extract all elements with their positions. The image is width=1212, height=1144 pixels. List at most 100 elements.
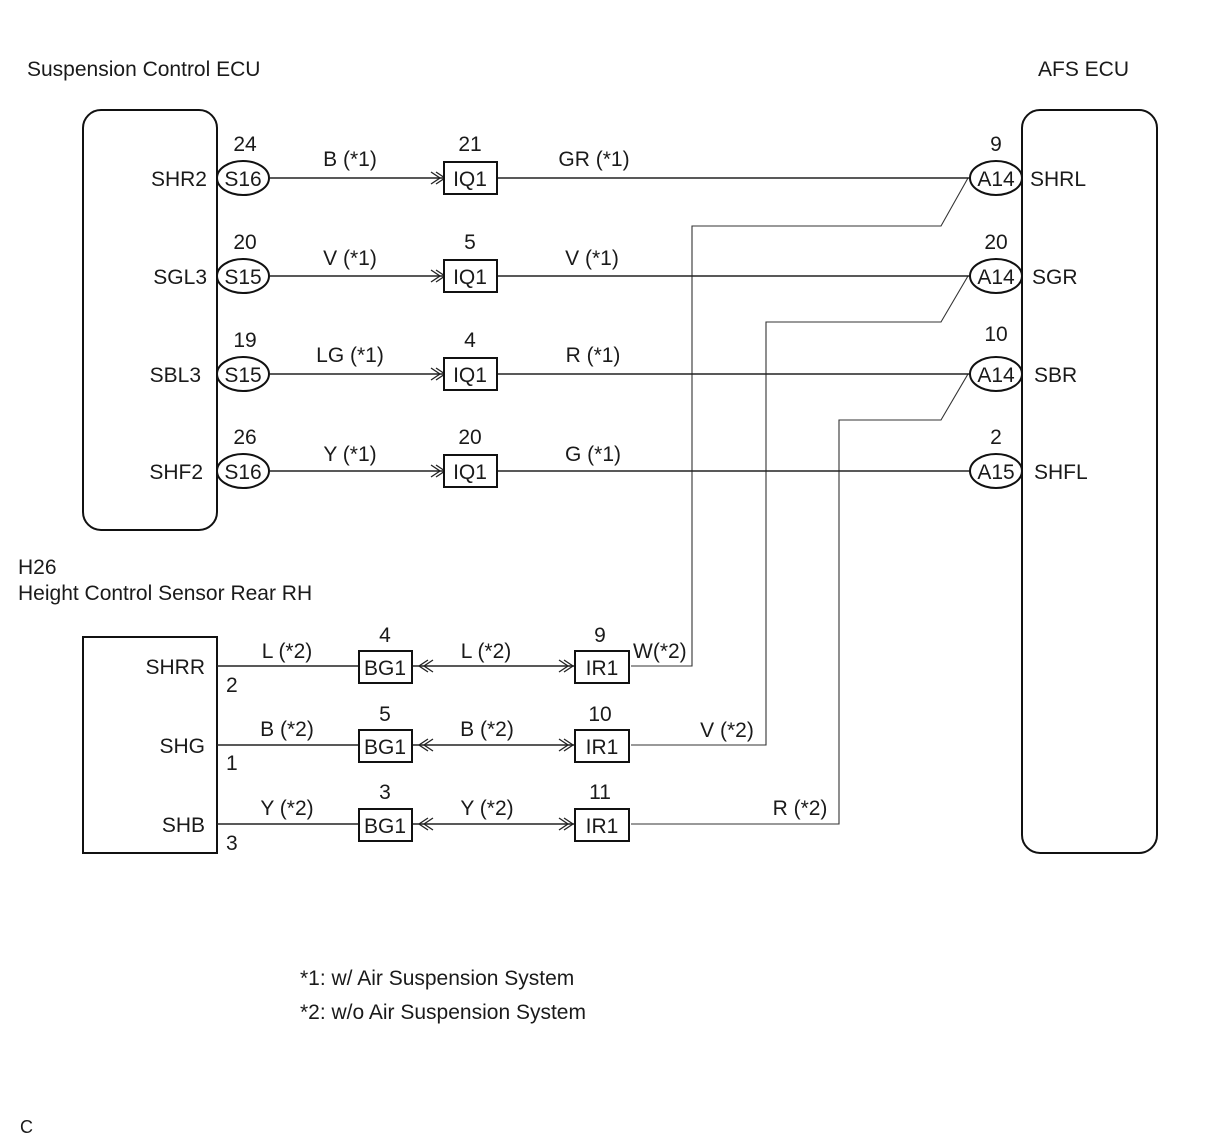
bg-pin: 3 <box>379 781 391 804</box>
afs-terminal: SHRL <box>1030 168 1086 191</box>
ecu-connector-oval <box>216 453 270 489</box>
bg-connector-box <box>358 808 413 842</box>
wire-label: B (*2) <box>260 718 314 741</box>
wire-label: R (*2) <box>773 797 828 820</box>
suspension-ecu-body <box>82 109 218 531</box>
ir-connector-box <box>574 729 630 763</box>
wire-shg-to-sgr <box>631 275 969 746</box>
afs-ecu-title: AFS ECU <box>1038 58 1129 81</box>
circuit-row: 24 S16 SHR2 B (*1) 21 IQ1 GR (*1) 9 A14 … <box>151 133 1086 196</box>
wire-label: G (*1) <box>565 443 621 466</box>
suspension-ecu-title: Suspension Control ECU <box>27 58 260 81</box>
bg-connector: BG1 <box>364 657 406 680</box>
junction-connector: IQ1 <box>453 461 487 484</box>
sensor-body <box>82 636 218 854</box>
afs-pin: 20 <box>984 231 1007 254</box>
ecu-connector-oval <box>216 258 270 294</box>
ir-pin: 11 <box>589 781 611 804</box>
ecu-terminal: SHR2 <box>151 168 207 191</box>
afs-connector-oval <box>969 258 1023 294</box>
circuit-row: 20 S15 SGL3 V (*1) 5 IQ1 V (*1) 20 A14 S… <box>153 231 1078 294</box>
bg-connector-box <box>358 650 413 684</box>
sensor-code: H26 <box>18 556 57 579</box>
ecu-connector: S16 <box>224 168 261 191</box>
afs-connector: A14 <box>977 364 1015 387</box>
wire-label: GR (*1) <box>558 148 629 171</box>
ir-pin: 9 <box>594 624 606 647</box>
sensor-pin: 2 <box>226 674 238 697</box>
sensor-circuit-row: SHG 1 B (*2) 5 BG1 B (*2) 10 IR1 V (*2) <box>159 703 753 775</box>
sensor-terminal: SHG <box>159 735 205 758</box>
afs-terminal: SGR <box>1032 266 1078 289</box>
ecu-connector-oval <box>216 356 270 392</box>
wire-label: L (*2) <box>262 640 313 663</box>
afs-pin: 2 <box>990 426 1002 449</box>
wire-shrr-to-shrl <box>631 177 969 667</box>
junction-connector: IQ1 <box>453 266 487 289</box>
junction-pin: 21 <box>458 133 481 156</box>
ir-connector: IR1 <box>586 736 619 759</box>
wire-label: L (*2) <box>461 640 512 663</box>
junction-box <box>443 259 498 293</box>
afs-pin: 9 <box>990 133 1002 156</box>
ir-pin: 10 <box>588 703 611 726</box>
bg-connector: BG1 <box>364 815 406 838</box>
connector-arrow-icon <box>558 817 575 831</box>
wire-label: B (*2) <box>460 718 514 741</box>
circuit-row: 26 S16 SHF2 Y (*1) 20 IQ1 G (*1) 2 A15 S… <box>149 426 1088 489</box>
ecu-terminal: SBL3 <box>150 364 201 387</box>
connector-arrow-icon <box>417 738 434 752</box>
circuit-row: 19 S15 SBL3 LG (*1) 4 IQ1 R (*1) 10 A14 … <box>150 323 1077 392</box>
ecu-pin: 26 <box>233 426 256 449</box>
ecu-terminal: SGL3 <box>153 266 207 289</box>
afs-connector: A14 <box>977 266 1015 289</box>
connector-arrow-icon <box>417 817 434 831</box>
ecu-connector: S15 <box>224 364 261 387</box>
afs-ecu-body <box>1021 109 1158 854</box>
ecu-pin: 20 <box>233 231 256 254</box>
wire-label: V (*2) <box>700 719 754 742</box>
afs-terminal: SHFL <box>1034 461 1088 484</box>
afs-connector-oval <box>969 356 1023 392</box>
ecu-connector: S16 <box>224 461 261 484</box>
sensor-terminal: SHRR <box>145 656 205 679</box>
wire-label: Y (*2) <box>260 797 313 820</box>
junction-box <box>443 161 498 195</box>
sensor-circuit-row: SHB 3 Y (*2) 3 BG1 Y (*2) 11 IR1 R (*2) <box>162 781 828 855</box>
afs-connector-oval <box>969 160 1023 196</box>
sensor-pin: 1 <box>226 752 238 775</box>
ecu-terminal: SHF2 <box>149 461 203 484</box>
connector-arrow-icon <box>417 659 434 673</box>
afs-connector: A14 <box>977 168 1015 191</box>
ir-connector: IR1 <box>586 815 619 838</box>
wire-label: R (*1) <box>566 344 621 367</box>
corner-code: C <box>20 1117 33 1137</box>
bg-connector-box <box>358 729 413 763</box>
ecu-connector: S15 <box>224 266 261 289</box>
connector-arrow-icon <box>558 738 575 752</box>
junction-connector: IQ1 <box>453 364 487 387</box>
wire-label: V (*1) <box>323 247 377 270</box>
junction-box <box>443 357 498 391</box>
afs-connector-oval <box>969 453 1023 489</box>
junction-pin: 4 <box>464 329 476 352</box>
wire-shb-to-sbr <box>631 373 969 825</box>
sensor-pin: 3 <box>226 832 238 855</box>
ecu-pin: 19 <box>233 329 256 352</box>
junction-pin: 5 <box>464 231 476 254</box>
bg-pin: 5 <box>379 703 391 726</box>
footnote: *1: w/ Air Suspension System <box>300 967 574 990</box>
sensor-title: Height Control Sensor Rear RH <box>18 582 312 605</box>
ir-connector-box <box>574 808 630 842</box>
ir-connector-box <box>574 650 630 684</box>
sensor-terminal: SHB <box>162 814 205 837</box>
wire-label: LG (*1) <box>316 344 384 367</box>
wire-label: Y (*1) <box>323 443 376 466</box>
wire-label: Y (*2) <box>460 797 513 820</box>
ecu-connector-oval <box>216 160 270 196</box>
afs-terminal: SBR <box>1034 364 1077 387</box>
ecu-pin: 24 <box>233 133 257 156</box>
connector-arrow-icon <box>558 659 575 673</box>
wire-label: V (*1) <box>565 247 619 270</box>
wire-label: B (*1) <box>323 148 377 171</box>
